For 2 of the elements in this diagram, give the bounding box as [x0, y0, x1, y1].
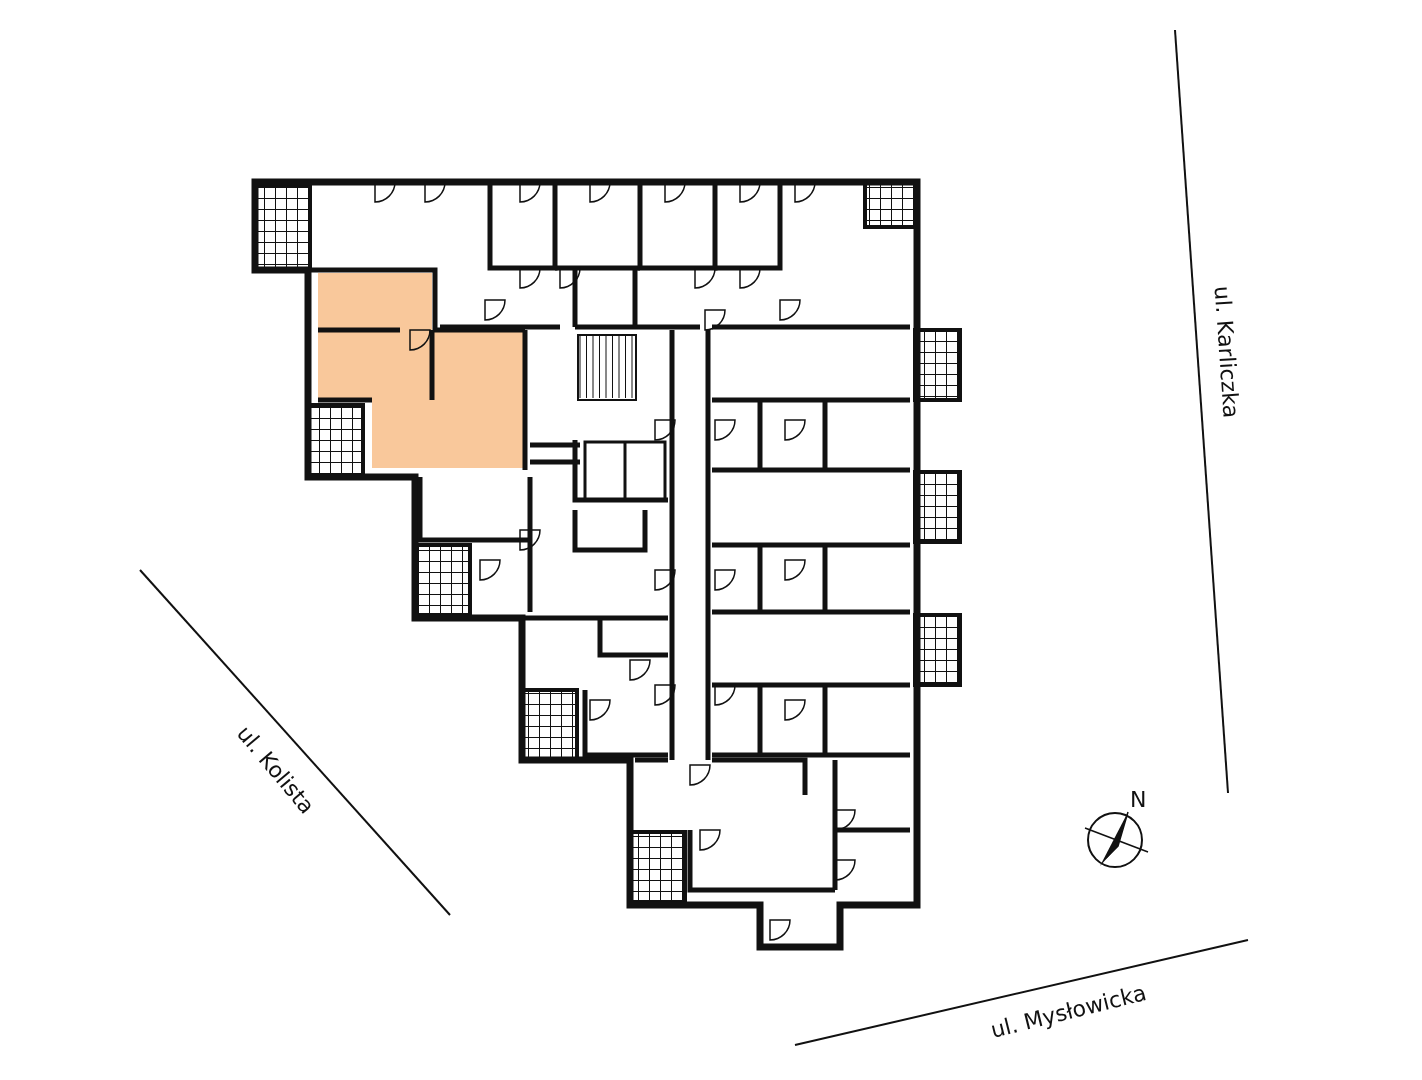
compass-north-label: N — [1130, 789, 1147, 811]
street-name: ul. Karliczka — [1210, 285, 1242, 419]
